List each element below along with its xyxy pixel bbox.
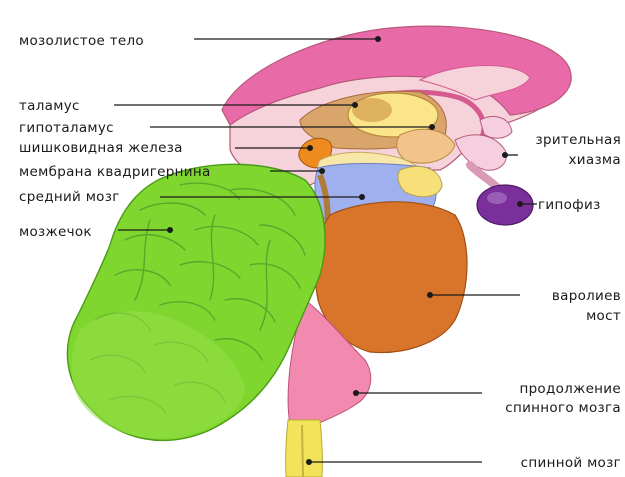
label-pituitary: гипофиз <box>538 197 601 213</box>
anatomy <box>67 26 571 477</box>
label-medulla-line1: продолжение <box>519 381 621 397</box>
label-optic-chiasm-line1: зрительная <box>536 132 622 148</box>
label-spinal-cord: спинной мозг <box>521 455 621 471</box>
label-midbrain: средний мозг <box>19 189 120 205</box>
cerebral-peduncle <box>398 166 442 196</box>
spinal-cord-line <box>302 425 303 477</box>
label-medulla-line2: спинного мозга <box>505 400 621 416</box>
label-hypothalamus: гипоталамус <box>19 120 114 136</box>
label-pons-line2: мост <box>586 308 621 324</box>
label-corpus-callosum: мозолистое тело <box>19 33 144 49</box>
pituitary-highlight <box>487 192 507 204</box>
label-optic-chiasm-line2: хиазма <box>569 152 621 168</box>
label-thalamus: таламус <box>19 98 80 114</box>
label-quadrigeminal-membrane: мембрана квадригернина <box>19 164 211 180</box>
label-pons-line1: варолиев <box>552 288 621 304</box>
pons <box>315 202 467 353</box>
optic-chiasm <box>455 135 506 170</box>
thalamus-core <box>352 98 392 122</box>
spinal-cord <box>286 420 323 477</box>
label-pineal-gland: шишковидная железа <box>19 140 183 156</box>
pituitary <box>477 185 533 225</box>
label-cerebellum: мозжечок <box>19 224 92 240</box>
